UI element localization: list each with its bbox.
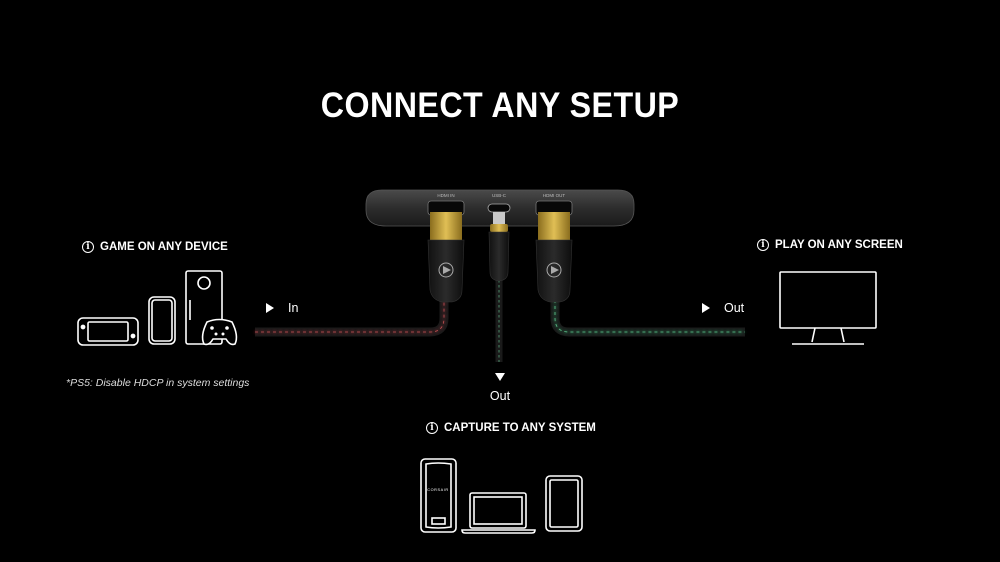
port-label-usb-c: USB-C <box>492 193 507 198</box>
page-title: CONNECT ANY SETUP <box>320 86 680 125</box>
pc-tower-icon <box>420 458 457 533</box>
arrow-right-icon <box>702 303 710 313</box>
info-icon: i <box>757 239 769 251</box>
section-capture: i CAPTURE TO ANY SYSTEM <box>426 422 596 434</box>
info-icon: i <box>426 422 438 434</box>
info-icon: i <box>82 241 94 253</box>
arrow-out-right-label: Out <box>724 301 745 315</box>
monitor-icon <box>779 271 877 345</box>
phone-icon <box>148 296 176 345</box>
cable-in <box>255 300 449 337</box>
arrow-out-down: Out <box>480 373 520 403</box>
section-play: i PLAY ON ANY SCREEN <box>757 239 903 251</box>
elgato-logo-icon <box>438 262 454 278</box>
elgato-logo-icon <box>546 262 562 278</box>
section-game-label: GAME ON ANY DEVICE <box>100 241 228 253</box>
hdmi-in-plug <box>427 212 465 303</box>
arrow-right-icon <box>266 303 274 313</box>
ps5-note: *PS5: Disable HDCP in system settings <box>66 377 250 389</box>
usb-c-port <box>487 203 511 213</box>
arrow-out-right: Out <box>702 301 744 315</box>
cable-out <box>550 300 745 337</box>
switch-console-icon <box>77 317 139 346</box>
usb-c-plug <box>488 212 510 282</box>
laptop-icon <box>461 492 536 534</box>
port-label-hdmi-out: HDMI OUT <box>543 193 565 198</box>
section-game: i GAME ON ANY DEVICE <box>82 241 228 253</box>
port-label-hdmi-in: HDMI IN <box>437 193 454 198</box>
arrow-in-label: In <box>288 301 299 315</box>
arrow-out-down-label: Out <box>489 389 511 403</box>
arrow-down-icon <box>495 373 505 381</box>
pc-brand-label: CORSAIR <box>427 488 449 492</box>
controller-icon <box>201 318 238 346</box>
section-capture-label: CAPTURE TO ANY SYSTEM <box>444 422 596 434</box>
hdmi-out-plug <box>535 212 573 303</box>
section-play-label: PLAY ON ANY SCREEN <box>775 239 903 251</box>
arrow-in: In <box>266 301 298 315</box>
tablet-icon <box>545 475 583 532</box>
